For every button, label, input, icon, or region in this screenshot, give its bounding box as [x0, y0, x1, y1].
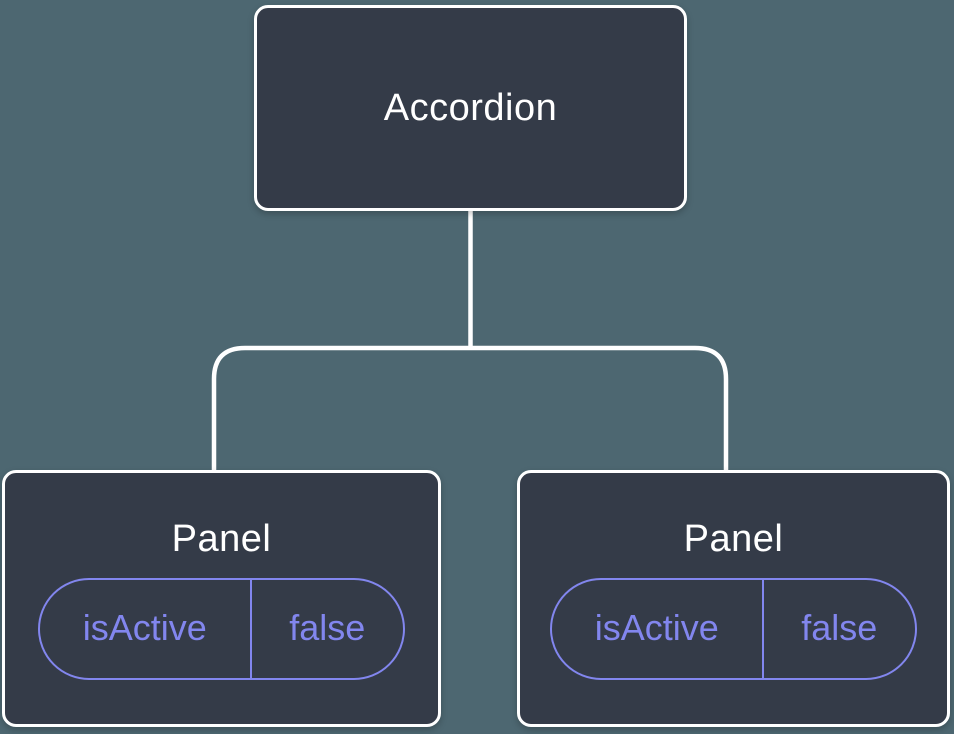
state-name: isActive: [552, 579, 764, 678]
state-pill: isActive false: [550, 577, 917, 680]
panel-node-label: Panel: [683, 517, 784, 560]
accordion-node: Accordion: [254, 5, 687, 211]
connector-bracket: [211, 345, 729, 470]
state-value: false: [289, 606, 366, 648]
panel-node-right: Panel isActive false: [517, 470, 950, 727]
state-value: false: [801, 606, 878, 648]
panel-node-label: Panel: [171, 517, 272, 560]
state-name: isActive: [40, 579, 252, 678]
panel-node-left: Panel isActive false: [2, 470, 441, 727]
accordion-node-label: Accordion: [383, 86, 558, 129]
state-pill: isActive false: [38, 577, 405, 680]
